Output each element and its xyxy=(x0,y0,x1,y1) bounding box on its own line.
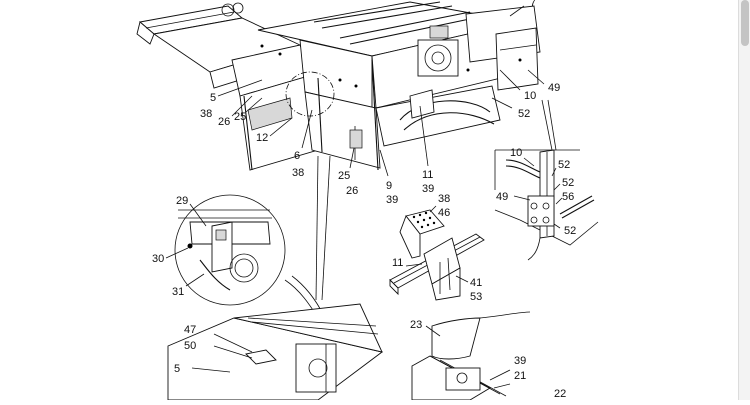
callout-top-6: 6 xyxy=(294,150,300,162)
perforated-pad xyxy=(412,211,436,229)
callout-br-21: 21 xyxy=(514,370,526,382)
callout-br-39: 39 xyxy=(514,355,526,367)
callout-mid-46: 46 xyxy=(438,207,450,219)
callout-bot-47: 47 xyxy=(184,324,196,336)
callout-top-38a: 38 xyxy=(200,108,212,120)
scrollbar-thumb[interactable] xyxy=(741,0,749,46)
callout-mid-38: 38 xyxy=(438,193,450,205)
parts-diagram: 7 5 38 26 25 12 6 38 25 26 9 39 11 39 52… xyxy=(136,0,599,401)
callout-mid-53: 53 xyxy=(470,291,482,303)
callout-mid-11: 11 xyxy=(392,257,403,269)
callout-mid-41: 41 xyxy=(470,277,482,289)
callout-top-38b: 38 xyxy=(292,167,304,179)
callout-bot-50: 50 xyxy=(184,340,196,352)
vertical-scrollbar[interactable] xyxy=(738,0,750,400)
callout-det-52a: 52 xyxy=(558,159,570,171)
callout-circ-29: 29 xyxy=(176,195,188,207)
callout-top-5: 5 xyxy=(210,92,216,104)
callout-top-10: 10 xyxy=(524,90,536,102)
middle-detail-rail xyxy=(389,205,485,301)
bottom-panel-assembly xyxy=(167,303,384,401)
leader-lines-top xyxy=(217,5,545,177)
callout-det-52c: 52 xyxy=(564,225,576,237)
callout-top-25b: 25 xyxy=(338,170,350,182)
callout-top-39a: 39 xyxy=(386,194,398,206)
callout-top-26b: 26 xyxy=(346,185,358,197)
callout-labels: 7 5 38 26 25 12 6 38 25 26 9 39 11 39 52… xyxy=(152,0,576,400)
callout-det-56: 56 xyxy=(562,191,574,203)
callout-det-49: 49 xyxy=(496,191,508,203)
callout-top-7: 7 xyxy=(530,0,536,9)
callout-br-23: 23 xyxy=(410,319,422,331)
callout-top-39b: 39 xyxy=(422,183,434,195)
callout-top-25a: 25 xyxy=(234,111,246,123)
callout-circ-30: 30 xyxy=(152,253,164,265)
callout-top-49: 49 xyxy=(548,82,560,94)
main-frame-assembly xyxy=(136,1,541,171)
callout-bot-5: 5 xyxy=(174,363,180,375)
callout-det-10: 10 xyxy=(510,147,522,159)
callout-top-11: 11 xyxy=(422,169,433,181)
bottom-right-detail xyxy=(411,311,531,401)
callout-top-12: 12 xyxy=(256,132,268,144)
callout-top-26a: 26 xyxy=(218,116,230,128)
right-detail-bracket xyxy=(494,99,599,261)
callout-det-52b: 52 xyxy=(562,177,574,189)
callout-top-52a: 52 xyxy=(518,108,530,120)
circle-detail-bracket xyxy=(165,155,331,319)
callout-circ-31: 31 xyxy=(172,286,184,298)
callout-br-22: 22 xyxy=(554,388,566,400)
callout-top-9: 9 xyxy=(386,180,392,192)
